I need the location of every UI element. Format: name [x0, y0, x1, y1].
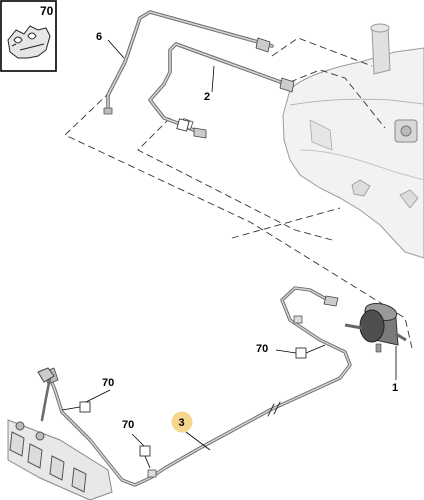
fuel-line-2: [148, 42, 295, 139]
fuel-tank: [282, 23, 424, 259]
label-clip-a: 70: [256, 343, 268, 355]
clip-markers: [79, 118, 307, 457]
fuel-rail: [7, 367, 113, 500]
fuel-line-6: [103, 10, 274, 115]
clip-icon: [7, 25, 51, 59]
fuel-filter: [344, 302, 407, 353]
filler-neck: [371, 25, 391, 75]
line-6-connector: [255, 37, 271, 53]
clip-marker-line2: [176, 118, 190, 132]
label-part-2: 2: [204, 91, 210, 103]
inset-label: 70: [40, 4, 54, 18]
clip-marker-c: [139, 445, 151, 457]
leader-lines: [61, 39, 397, 469]
assembly-guides: [64, 37, 413, 349]
label-part-1: 1: [392, 382, 398, 394]
label-part-3: 3: [179, 417, 185, 429]
fuel-line-3: [40, 286, 352, 487]
label-part-6: 6: [96, 31, 102, 43]
label-clip-b: 70: [102, 377, 114, 389]
highlight-part-3: [171, 411, 193, 433]
clip-marker-a: [295, 347, 307, 359]
clip-marker-b: [79, 401, 91, 413]
inset-clip-70: 70: [0, 0, 57, 72]
callout-labels: 6 2 1 3 70 70 70: [96, 31, 398, 433]
label-clip-c: 70: [122, 419, 134, 431]
